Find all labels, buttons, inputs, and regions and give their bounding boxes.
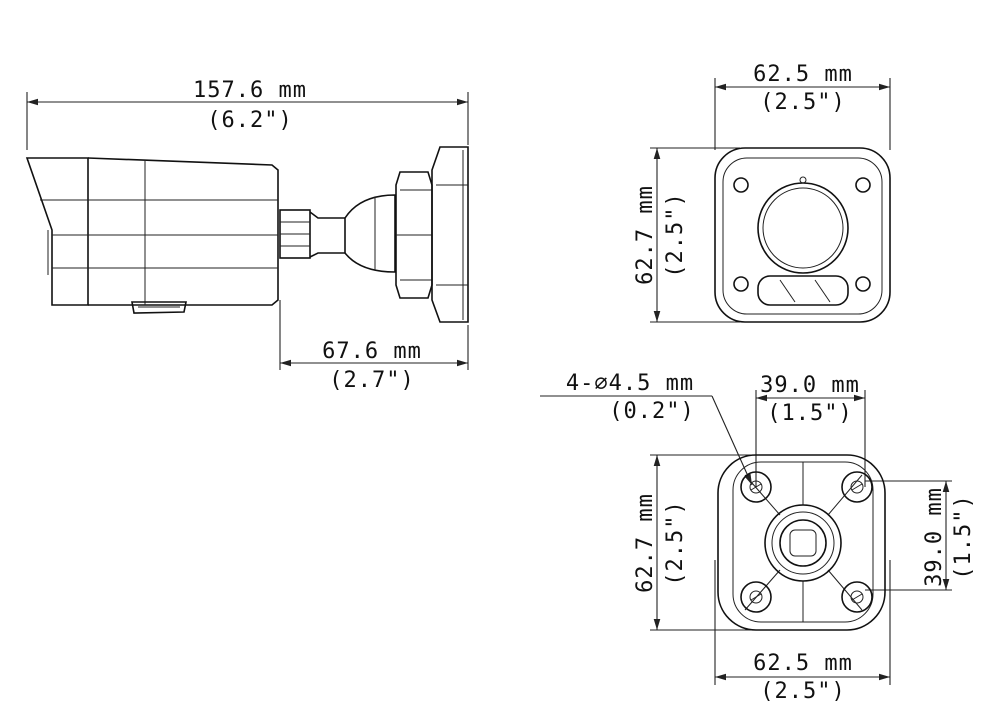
mounting-hole [841, 581, 873, 613]
hole-spacing-y-mm: 39.0 mm [922, 487, 947, 587]
hole-spec-callout: 4-∅4.5 mm (0.2") [540, 371, 753, 486]
bracket-depth-mm: 67.6 mm [322, 339, 422, 364]
front-view: 62.5 mm (2.5") 62.7 mm (2.5") [633, 62, 891, 323]
front-height-mm: 62.7 mm [633, 185, 658, 285]
mounting-hole [740, 581, 772, 613]
side-view: 157.6 mm (6.2") [25, 78, 469, 393]
hole-spacing-x-dimension: 39.0 mm (1.5") [755, 373, 866, 487]
camera-front-face [714, 147, 891, 323]
base-width-mm: 62.5 mm [753, 651, 853, 676]
base-height-mm: 62.7 mm [633, 493, 658, 593]
base-width-inch: (2.5") [760, 679, 845, 704]
base-height-dimension: 62.7 mm (2.5") [633, 454, 760, 631]
base-width-dimension: 62.5 mm (2.5") [714, 560, 891, 704]
overall-length-inch: (6.2") [207, 108, 292, 133]
mounting-hole [740, 471, 772, 503]
front-width-mm: 62.5 mm [753, 62, 853, 87]
mounting-base [717, 454, 886, 631]
overall-length-dimension: 157.6 mm (6.2") [26, 78, 469, 150]
hole-spacing-x-mm: 39.0 mm [760, 373, 860, 398]
bracket-depth-inch: (2.7") [329, 368, 414, 393]
front-height-inch: (2.5") [663, 192, 688, 277]
bracket-depth-dimension: 67.6 mm (2.7") [279, 300, 469, 393]
hole-spacing-x-inch: (1.5") [767, 401, 852, 426]
base-view: 4-∅4.5 mm (0.2") 39.0 mm (1.5") 62.7 mm … [540, 371, 976, 704]
front-height-dimension: 62.7 mm (2.5") [633, 147, 740, 323]
hole-spec-mm: 4-∅4.5 mm [566, 371, 694, 396]
front-width-inch: (2.5") [760, 90, 845, 115]
hole-spec-inch: (0.2") [609, 399, 694, 424]
bracket-side [279, 146, 469, 323]
mounting-hole [841, 471, 873, 503]
hole-spacing-y-inch: (1.5") [951, 494, 976, 579]
overall-length-mm: 157.6 mm [193, 78, 307, 103]
base-height-inch: (2.5") [663, 500, 688, 585]
front-width-dimension: 62.5 mm (2.5") [714, 62, 891, 150]
camera-body-side [25, 157, 279, 314]
hole-spacing-y-dimension: 39.0 mm (1.5") [865, 480, 976, 591]
